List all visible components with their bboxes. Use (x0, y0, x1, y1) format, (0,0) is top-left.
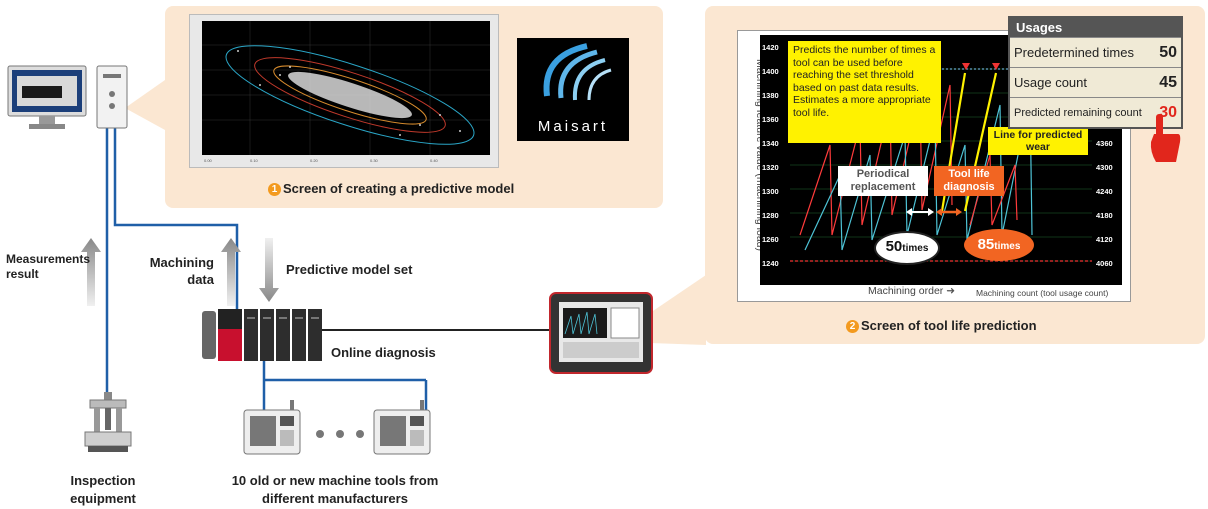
predicted-wear-label: Line for predicted wear (988, 127, 1088, 155)
tick-4300: 4300 (1096, 163, 1113, 172)
periodical-replacement-label: Periodical replacement (838, 166, 928, 196)
panel1-callout (125, 80, 165, 130)
scatter-screen: 0.00 0.10 0.20 0.30 0.40 (189, 14, 499, 168)
tick-4060: 4060 (1096, 259, 1113, 268)
usage-row-remaining: Predicted remaining count 30 (1010, 97, 1181, 127)
predictive-model-set-label: Predictive model set (286, 262, 413, 277)
tick-1320: 1320 (762, 163, 779, 172)
arrow-up-icon (221, 238, 241, 306)
times-50-unit: times (902, 243, 929, 254)
times-50-oval: 50times (874, 231, 940, 265)
panel1-caption-text: Screen of creating a predictive model (283, 181, 515, 196)
svg-text:0.00: 0.00 (204, 158, 213, 163)
left-ticks: 1420 1400 1380 1360 1340 1320 1300 1280 … (760, 39, 788, 292)
hmi-panel-icon (549, 292, 653, 374)
inspection-equipment-label: Inspection equipment (70, 473, 136, 506)
arrow-up-icon (81, 238, 101, 306)
tick-1420: 1420 (762, 43, 779, 52)
times-50-num: 50 (885, 238, 903, 255)
inspection-equipment-icon (84, 392, 132, 452)
machine-tool-icon (243, 400, 301, 455)
usage-value: 30 (1159, 103, 1177, 121)
machine-tools-icon (243, 400, 431, 455)
times-85-oval: 85times (964, 229, 1034, 261)
machining-data-label: Machining data (149, 255, 214, 287)
maisart-logo-text: Maisart (537, 118, 609, 135)
tick-1260: 1260 (762, 235, 779, 244)
maisart-swirl-icon (543, 43, 612, 101)
range-arrows (906, 208, 962, 216)
scatter-plot: 0.00 0.10 0.20 0.30 0.40 (202, 21, 490, 163)
badge-2: 2 (846, 320, 859, 333)
usage-label: Predetermined times (1014, 45, 1134, 60)
tick-4120: 4120 (1096, 235, 1113, 244)
times-85-num: 85 (977, 236, 995, 253)
panel2-callout (650, 275, 706, 345)
pointing-hand-icon (1150, 114, 1181, 162)
online-diagnosis-label: Online diagnosis (331, 345, 436, 360)
x-axis-label2: Machining count (tool usage count) (976, 288, 1109, 298)
tick-1220: 1220 (762, 283, 779, 292)
panel2-caption-text: Screen of tool life prediction (861, 318, 1037, 333)
usage-row-predetermined: Predetermined times 50 (1010, 37, 1181, 67)
tick-1280: 1280 (762, 211, 779, 220)
tick-4000: 4000 (1096, 283, 1113, 292)
computer-icon (7, 65, 128, 129)
machine-tools-label: 10 old or new machine tools from differe… (231, 473, 439, 506)
svg-text:0.40: 0.40 (430, 158, 439, 163)
usage-label: Predicted remaining count (1014, 106, 1142, 119)
x-axis-label-text: Machining order (868, 285, 944, 297)
tick-1300: 1300 (762, 187, 779, 196)
usage-row-count: Usage count 45 (1010, 67, 1181, 97)
tick-4360: 4360 (1096, 139, 1113, 148)
usage-value: 50 (1159, 43, 1177, 61)
prediction-note: Predicts the number of times a tool can … (788, 41, 941, 143)
usages-title: Usages (1010, 18, 1181, 37)
usages-table: Usages Predetermined times 50 Usage coun… (1008, 16, 1183, 129)
measurements-label: Measurements result (6, 252, 91, 281)
usage-value: 45 (1159, 73, 1177, 91)
svg-text:0.10: 0.10 (250, 158, 259, 163)
arrow-right-icon: ➜ (946, 285, 956, 297)
tick-1360: 1360 (762, 115, 779, 124)
tick-1340: 1340 (762, 139, 779, 148)
plc-icon (202, 309, 322, 361)
x-axis-label: Machining order ➜ (868, 285, 955, 297)
tick-1380: 1380 (762, 91, 779, 100)
badge-1: 1 (268, 183, 281, 196)
svg-text:0.30: 0.30 (370, 158, 379, 163)
tick-1400: 1400 (762, 67, 779, 76)
tool-life-diagnosis-label: Tool life diagnosis (934, 166, 1004, 196)
tick-1240: 1240 (762, 259, 779, 268)
maisart-logo: Maisart (517, 38, 629, 141)
usage-label: Usage count (1014, 75, 1087, 90)
tick-4180: 4180 (1096, 211, 1113, 220)
times-85-unit: times (994, 241, 1021, 252)
tick-4240: 4240 (1096, 187, 1113, 196)
machine-tool-icon (373, 400, 431, 455)
right-ticks: 4360 4300 4240 4180 4120 4060 4000 (1096, 39, 1126, 292)
arrow-down-icon (259, 238, 279, 302)
svg-text:0.20: 0.20 (310, 158, 319, 163)
